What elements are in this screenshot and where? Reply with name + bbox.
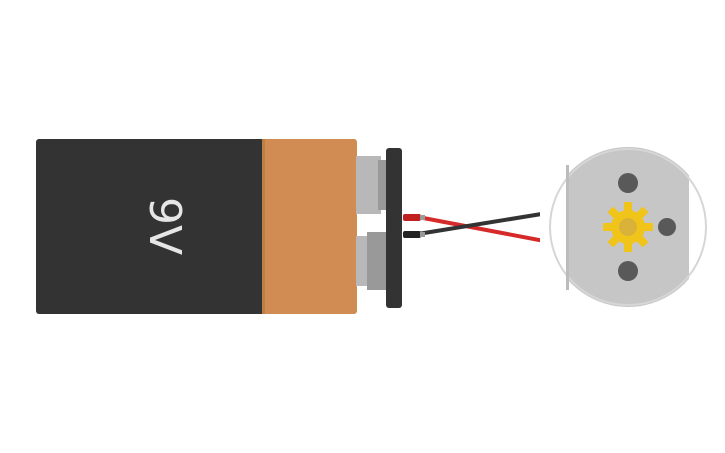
- battery-cap-seam: [262, 139, 265, 314]
- terminal-negative-ring: [367, 232, 389, 290]
- motor-flat-right: [689, 140, 725, 315]
- wire-positive-lead-battery[interactable]: [403, 214, 421, 221]
- battery-body: [36, 139, 272, 314]
- motor-hole-right: [658, 218, 676, 236]
- dc-motor[interactable]: [540, 140, 725, 315]
- motor-hole-top: [618, 173, 638, 193]
- wire-negative[interactable]: [416, 209, 562, 236]
- battery-cap: [262, 139, 357, 314]
- motor-hole-bottom: [618, 261, 638, 281]
- wire-negative-lead-battery[interactable]: [403, 231, 421, 238]
- wire-positive[interactable]: [416, 215, 562, 246]
- motor-flat-left: [540, 140, 568, 315]
- motor-gear-icon: [603, 202, 653, 252]
- battery-9v[interactable]: 9V: [36, 139, 402, 314]
- battery-terminal-positive[interactable]: [356, 156, 388, 214]
- terminal-negative-base: [356, 236, 370, 286]
- terminal-positive-base: [356, 156, 381, 214]
- wire-negative-pin: [420, 232, 425, 237]
- motor-shaft: [619, 218, 637, 236]
- battery-terminal-negative[interactable]: [356, 232, 389, 290]
- battery-label: 9V: [139, 197, 190, 255]
- motor-rim: [549, 148, 707, 306]
- battery-snap-connector[interactable]: [386, 148, 402, 308]
- wire-positive-pin: [420, 215, 425, 220]
- motor-flat-edge-left: [566, 165, 569, 290]
- terminal-positive-ring: [378, 160, 388, 210]
